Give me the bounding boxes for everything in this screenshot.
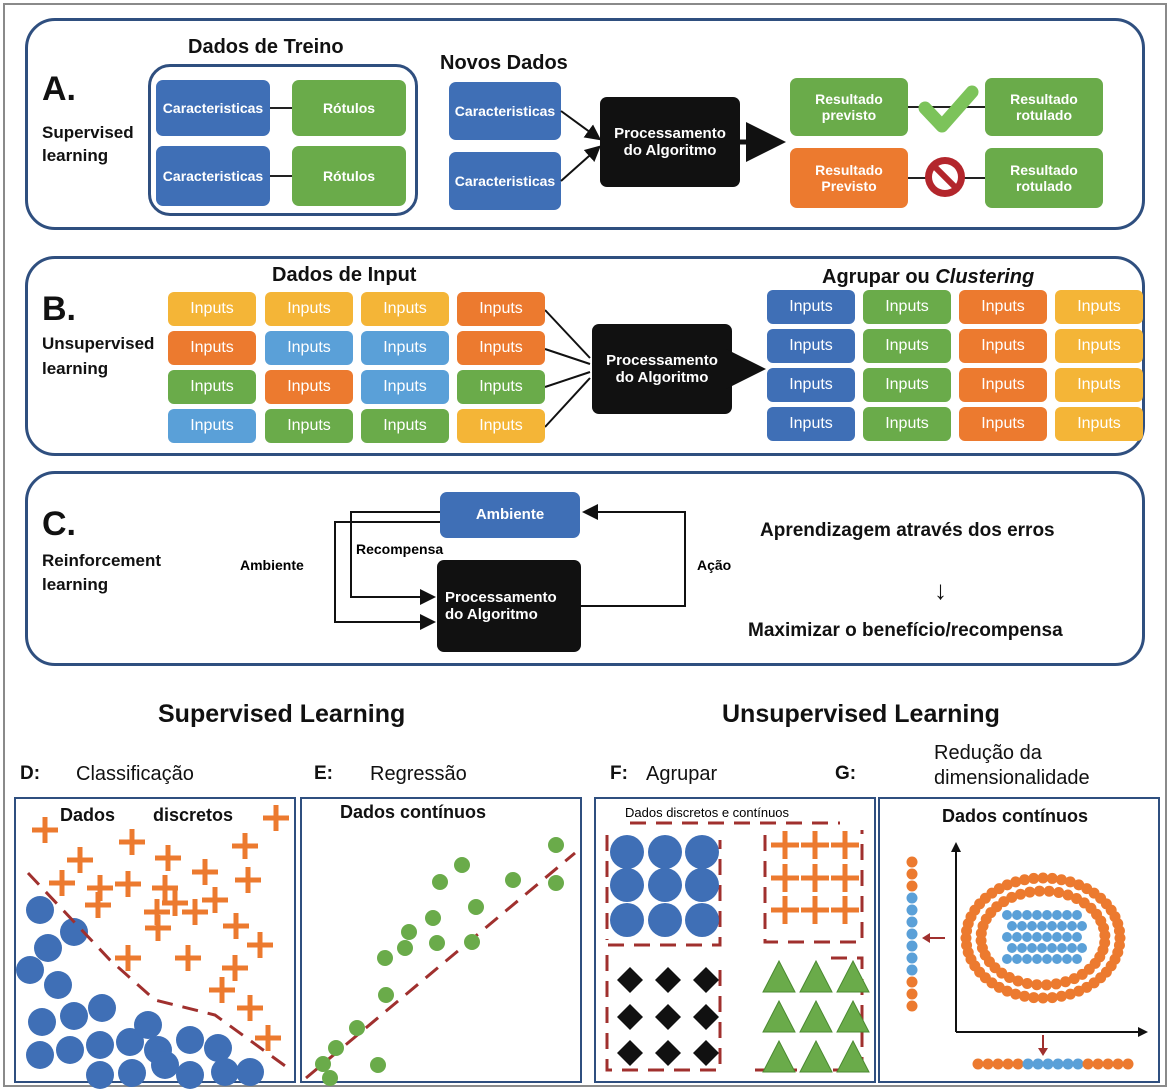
f-clustering: Agrupar [646, 763, 718, 785]
panel-a-type: Supervised learning [42, 123, 134, 165]
process-box-b: Processamento do Algoritmo [592, 324, 732, 414]
clustering-title-em: Clustering [935, 266, 1035, 288]
clustered-input-cell: Inputs [863, 290, 951, 324]
input-cell: Inputs [168, 409, 256, 443]
new-feature-1: Caracteristicas [449, 82, 561, 140]
train-data-title: Dados de Treino [188, 36, 344, 58]
clustered-input-cell: Inputs [767, 407, 855, 441]
input-cell: Inputs [457, 292, 545, 326]
clustered-input-cell: Inputs [863, 407, 951, 441]
plot-dim-reduction [878, 797, 1160, 1083]
process-box-c: Processamento do Algoritmo [437, 560, 581, 652]
input-cell: Inputs [265, 409, 353, 443]
labeled-result-2: Resultado rotulado [985, 148, 1103, 208]
input-cell: Inputs [265, 370, 353, 404]
input-cell: Inputs [457, 331, 545, 365]
train-data-group [148, 64, 418, 216]
panel-supervised [25, 18, 1145, 230]
unsupervised-learning-title: Unsupervised Learning [722, 700, 1000, 728]
f-plot-label: Dados discretos e contínuos [625, 805, 790, 820]
d-plot-label-left: Dados [60, 805, 116, 825]
d-plot-label-right: discretos [153, 805, 234, 825]
plot-classification [14, 797, 296, 1083]
input-cell: Inputs [361, 331, 449, 365]
panel-b-type: Unsupervised learning [42, 334, 155, 378]
learning-from-errors: Aprendizagem através dos erros [760, 520, 1055, 541]
clustered-input-cell: Inputs [863, 329, 951, 363]
panel-unsupervised [25, 256, 1145, 456]
input-cell: Inputs [265, 331, 353, 365]
e-letter: E: [314, 763, 333, 784]
g-dim-reduction: Redução da dimensionalidade [934, 742, 1090, 789]
clustered-input-cell: Inputs [767, 368, 855, 402]
labeled-result-1: Resultado rotulado [985, 78, 1103, 136]
clustered-input-cell: Inputs [767, 329, 855, 363]
clustered-input-cell: Inputs [1055, 329, 1143, 363]
panel-c-type: Reinforcement learning [42, 551, 162, 594]
environment-box: Ambiente [440, 492, 580, 538]
input-cell: Inputs [361, 370, 449, 404]
input-cell: Inputs [457, 370, 545, 404]
environment-side-label: Ambiente [240, 557, 304, 573]
input-data-title: Dados de Input [272, 264, 417, 286]
clustered-input-cell: Inputs [959, 290, 1047, 324]
process-box-a: Processamento do Algoritmo [600, 97, 740, 187]
input-cell: Inputs [265, 292, 353, 326]
supervised-learning-title: Supervised Learning [158, 700, 406, 728]
maximize-reward: Maximizar o benefício/recompensa [748, 620, 1063, 641]
e-plot-label: Dados contínuos [340, 802, 487, 822]
clustering-title: Agrupar ou Clustering [822, 266, 1034, 289]
panel-reinforcement [25, 471, 1145, 666]
clustering-title-pre: Agrupar ou [822, 266, 936, 288]
g-plot-label: Dados contínuos [942, 806, 1089, 826]
train-label-2: Rótulos [292, 146, 406, 206]
clustered-input-cell: Inputs [1055, 407, 1143, 441]
panel-b-letter: B. [42, 290, 76, 328]
clustered-input-cell: Inputs [959, 407, 1047, 441]
figure-frame [3, 3, 1167, 1087]
plot-regression [300, 797, 582, 1083]
f-letter: F: [610, 763, 628, 784]
new-data-title: Novos Dados [440, 52, 568, 74]
input-cell: Inputs [168, 370, 256, 404]
clustered-input-cell: Inputs [1055, 368, 1143, 402]
clustered-input-cell: Inputs [1055, 290, 1143, 324]
input-cell: Inputs [168, 331, 256, 365]
clustered-input-cell: Inputs [959, 329, 1047, 363]
d-letter: D: [20, 763, 41, 784]
predicted-ok-box: Resultado previsto [790, 78, 908, 136]
down-arrow-icon: ↓ [934, 575, 947, 605]
clustered-input-cell: Inputs [959, 368, 1047, 402]
predicted-bad-box: Resultado Previsto [790, 148, 908, 208]
panel-c-letter: C. [42, 505, 76, 543]
input-cell: Inputs [361, 409, 449, 443]
action-label: Ação [697, 557, 732, 573]
e-regression: Regressão [370, 763, 467, 785]
train-label-1: Rótulos [292, 80, 406, 136]
new-feature-2: Caracteristicas [449, 152, 561, 210]
clustered-input-cell: Inputs [767, 290, 855, 324]
d-classification: Classificação [76, 763, 194, 785]
panel-a-letter: A. [42, 70, 76, 108]
input-cell: Inputs [361, 292, 449, 326]
plot-clustering [594, 797, 876, 1083]
input-cell: Inputs [457, 409, 545, 443]
input-cell: Inputs [168, 292, 256, 326]
reward-label: Recompensa [356, 541, 444, 557]
g-letter: G: [835, 763, 857, 784]
clustered-input-cell: Inputs [863, 368, 951, 402]
train-feature-1: Caracteristicas [156, 80, 270, 136]
train-feature-2: Caracteristicas [156, 146, 270, 206]
